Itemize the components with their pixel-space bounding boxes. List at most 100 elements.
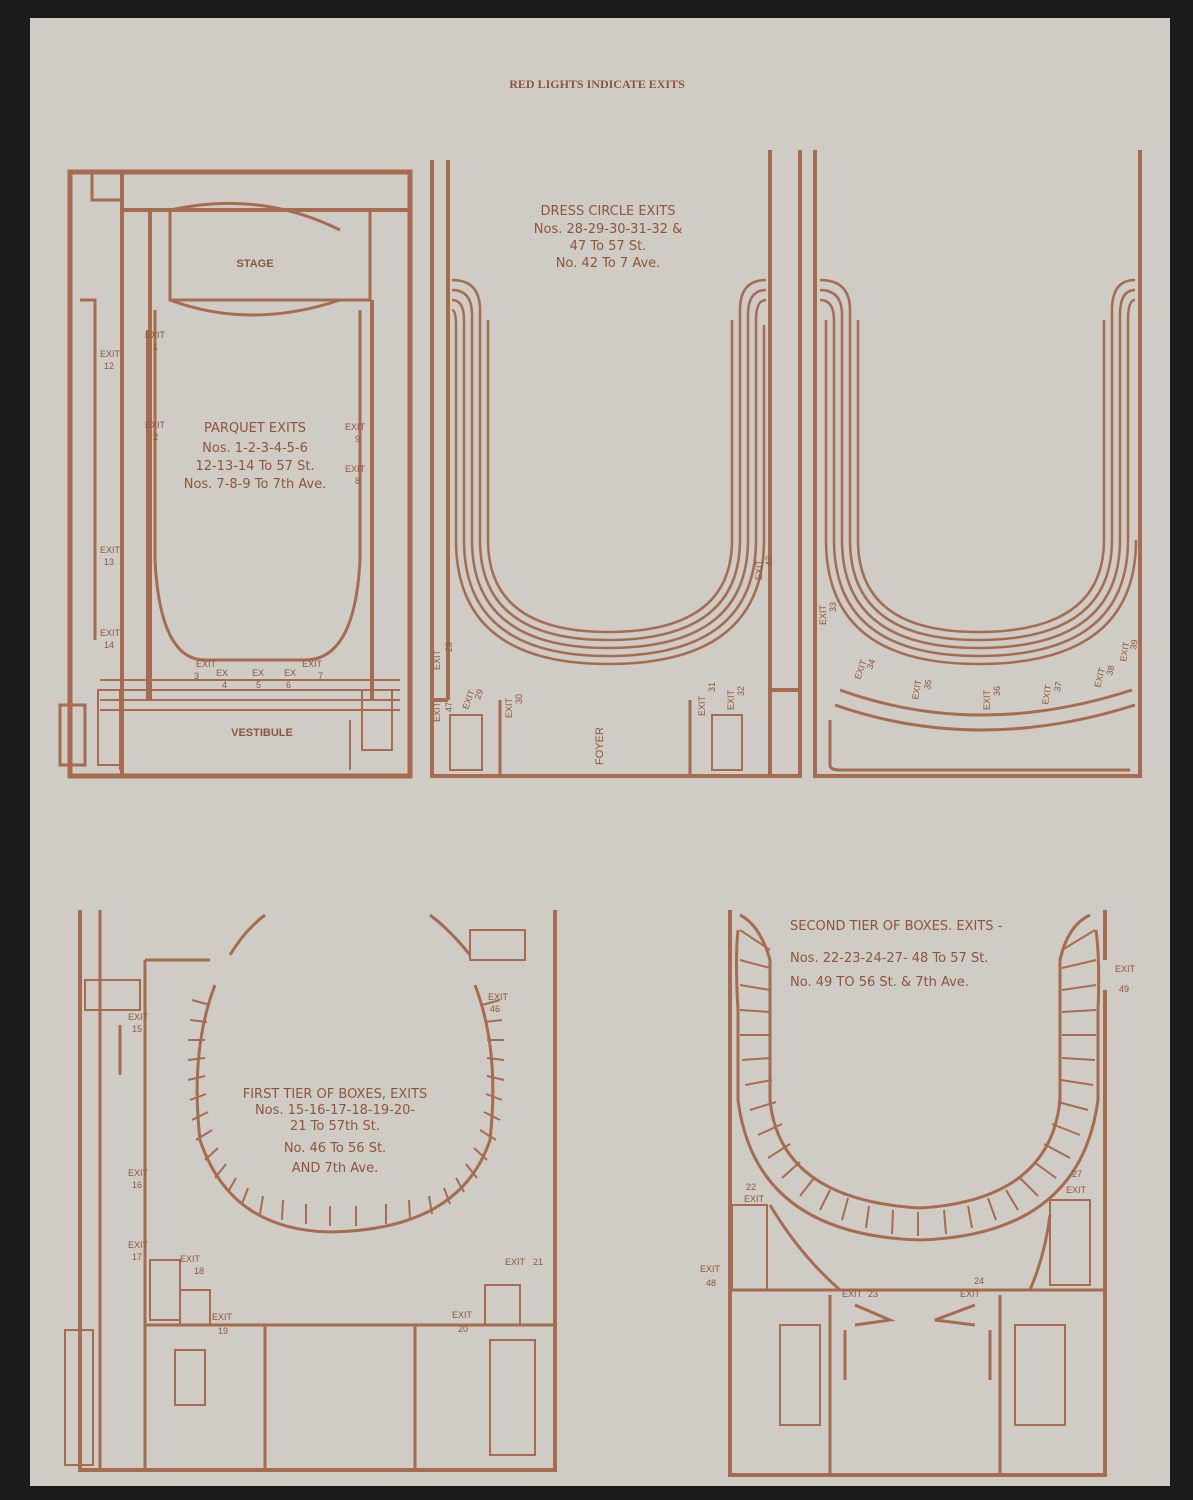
svg-text:7: 7	[318, 671, 323, 681]
svg-text:32: 32	[736, 686, 746, 696]
svg-text:EX: EX	[216, 668, 228, 678]
dress-legend-title: DRESS CIRCLE EXITS	[540, 204, 675, 219]
parquet-legend-line1: Nos. 1-2-3-4-5-6	[202, 441, 308, 456]
svg-text:EXIT: EXIT	[452, 1310, 473, 1320]
svg-text:3: 3	[194, 671, 199, 681]
svg-text:13: 13	[104, 557, 114, 567]
svg-text:EXIT: EXIT	[145, 330, 166, 340]
svg-text:EXIT: EXIT	[505, 1257, 526, 1267]
svg-text:EXIT: EXIT	[345, 422, 366, 432]
dress-legend-line2: 47 To 57 St.	[570, 239, 647, 254]
dress-circle-tiers-right	[819, 278, 1138, 666]
svg-text:EXIT: EXIT	[432, 649, 442, 670]
parquet-legend-title: PARQUET EXITS	[204, 421, 306, 436]
svg-text:8: 8	[355, 476, 360, 486]
svg-text:31: 31	[707, 682, 717, 692]
svg-text:EXIT: EXIT	[960, 1289, 981, 1299]
svg-text:46: 46	[490, 1004, 500, 1014]
svg-text:EXIT: EXIT	[100, 349, 121, 359]
svg-text:4: 4	[222, 680, 227, 690]
svg-text:1: 1	[153, 342, 158, 352]
second-tier-legend-line2: No. 49 TO 56 St. & 7th Ave.	[790, 975, 969, 990]
first-tier-box-partitions	[187, 999, 505, 1226]
svg-text:34: 34	[864, 658, 877, 671]
svg-text:EXIT: EXIT	[432, 701, 442, 722]
svg-text:EXIT: EXIT	[488, 992, 509, 1002]
svg-text:20: 20	[458, 1324, 468, 1334]
svg-text:47: 47	[444, 702, 454, 712]
svg-text:14: 14	[104, 640, 114, 650]
dress-circle-plan: DRESS CIRCLE EXITS Nos. 28-29-30-31-32 &…	[430, 150, 1142, 778]
svg-text:EXIT: EXIT	[145, 420, 166, 430]
svg-text:EXIT: EXIT	[818, 604, 828, 625]
dress-circle-tiers-left	[451, 278, 767, 666]
foyer-label: FOYER	[594, 727, 606, 765]
svg-text:EXIT: EXIT	[1118, 640, 1131, 662]
first-tier-legend-line1: Nos. 15-16-17-18-19-20-	[255, 1103, 415, 1118]
parquet-plan: STAGE VESTIBULE PARQUET EXITS Nos. 1-2-3…	[58, 169, 413, 779]
svg-text:33: 33	[828, 602, 838, 612]
parquet-legend-line3: Nos. 7-8-9 To 7th Ave.	[184, 477, 327, 492]
second-tier-legend-line1: Nos. 22-23-24-27- 48 To 57 St.	[790, 951, 988, 966]
dress-legend-line3: No. 42 To 7 Ave.	[556, 256, 661, 271]
svg-text:27: 27	[1072, 1169, 1082, 1179]
page-header: RED LIGHTS INDICATE EXITS	[509, 77, 685, 91]
svg-text:EXIT: EXIT	[128, 1168, 149, 1178]
svg-text:37: 37	[1052, 681, 1064, 693]
svg-text:23: 23	[868, 1289, 878, 1299]
svg-text:EXIT: EXIT	[1040, 683, 1053, 705]
parquet-legend-line2: 12-13-14 To 57 St.	[195, 459, 314, 474]
second-tier-plan: SECOND TIER OF BOXES. EXITS - Nos. 22-23…	[700, 910, 1136, 1477]
svg-text:EXIT: EXIT	[196, 659, 217, 669]
svg-text:EXIT: EXIT	[982, 689, 992, 710]
svg-text:22: 22	[746, 1182, 756, 1192]
first-tier-legend-line4: AND 7th Ave.	[292, 1161, 378, 1176]
svg-text:42: 42	[764, 556, 774, 566]
svg-text:EXIT: EXIT	[302, 659, 323, 669]
svg-text:EXIT: EXIT	[100, 628, 121, 638]
first-tier-exit-labels: EXIT 15 EXIT 16 EXIT 17 EXIT 18 EXIT 19 EXIT 2…	[128, 992, 543, 1336]
svg-text:36: 36	[992, 686, 1002, 696]
svg-text:EXIT: EXIT	[128, 1240, 149, 1250]
svg-text:9: 9	[355, 434, 360, 444]
svg-text:EXIT: EXIT	[100, 545, 121, 555]
svg-text:EXIT: EXIT	[700, 1264, 721, 1274]
second-tier-legend-title: SECOND TIER OF BOXES. EXITS -	[790, 919, 1003, 934]
svg-text:38: 38	[1104, 664, 1116, 676]
svg-text:EXIT: EXIT	[212, 1312, 233, 1322]
svg-text:EXIT: EXIT	[345, 464, 366, 474]
svg-text:EXIT: EXIT	[744, 1194, 765, 1204]
svg-text:24: 24	[974, 1276, 984, 1286]
svg-text:21: 21	[533, 1257, 543, 1267]
svg-text:16: 16	[132, 1180, 142, 1190]
svg-text:EX: EX	[252, 668, 264, 678]
svg-text:17: 17	[132, 1252, 142, 1262]
svg-text:39: 39	[1128, 639, 1140, 651]
svg-text:EXIT: EXIT	[726, 689, 736, 710]
svg-text:6: 6	[286, 680, 291, 690]
svg-text:35: 35	[922, 679, 934, 691]
vestibule-label: VESTIBULE	[231, 727, 293, 739]
svg-text:EXIT: EXIT	[180, 1254, 201, 1264]
stage-label: STAGE	[236, 258, 273, 270]
svg-text:EXIT: EXIT	[910, 678, 923, 700]
svg-text:15: 15	[132, 1024, 142, 1034]
dress-legend-line1: Nos. 28-29-30-31-32 &	[534, 222, 682, 237]
svg-text:EXIT: EXIT	[697, 695, 707, 716]
svg-text:18: 18	[194, 1266, 204, 1276]
first-tier-plan: FIRST TIER OF BOXES, EXITS Nos. 15-16-17…	[64, 910, 557, 1472]
svg-text:30: 30	[514, 694, 524, 704]
svg-text:2: 2	[153, 432, 158, 442]
svg-text:28: 28	[444, 642, 454, 652]
first-tier-legend-line2: 21 To 57th St.	[290, 1119, 380, 1134]
first-tier-legend-title: FIRST TIER OF BOXES, EXITS	[243, 1087, 428, 1102]
svg-text:5: 5	[256, 680, 261, 690]
svg-text:EXIT: EXIT	[128, 1012, 149, 1022]
svg-text:EXIT: EXIT	[1066, 1185, 1087, 1195]
svg-text:19: 19	[218, 1326, 228, 1336]
svg-text:EXIT: EXIT	[504, 697, 514, 718]
